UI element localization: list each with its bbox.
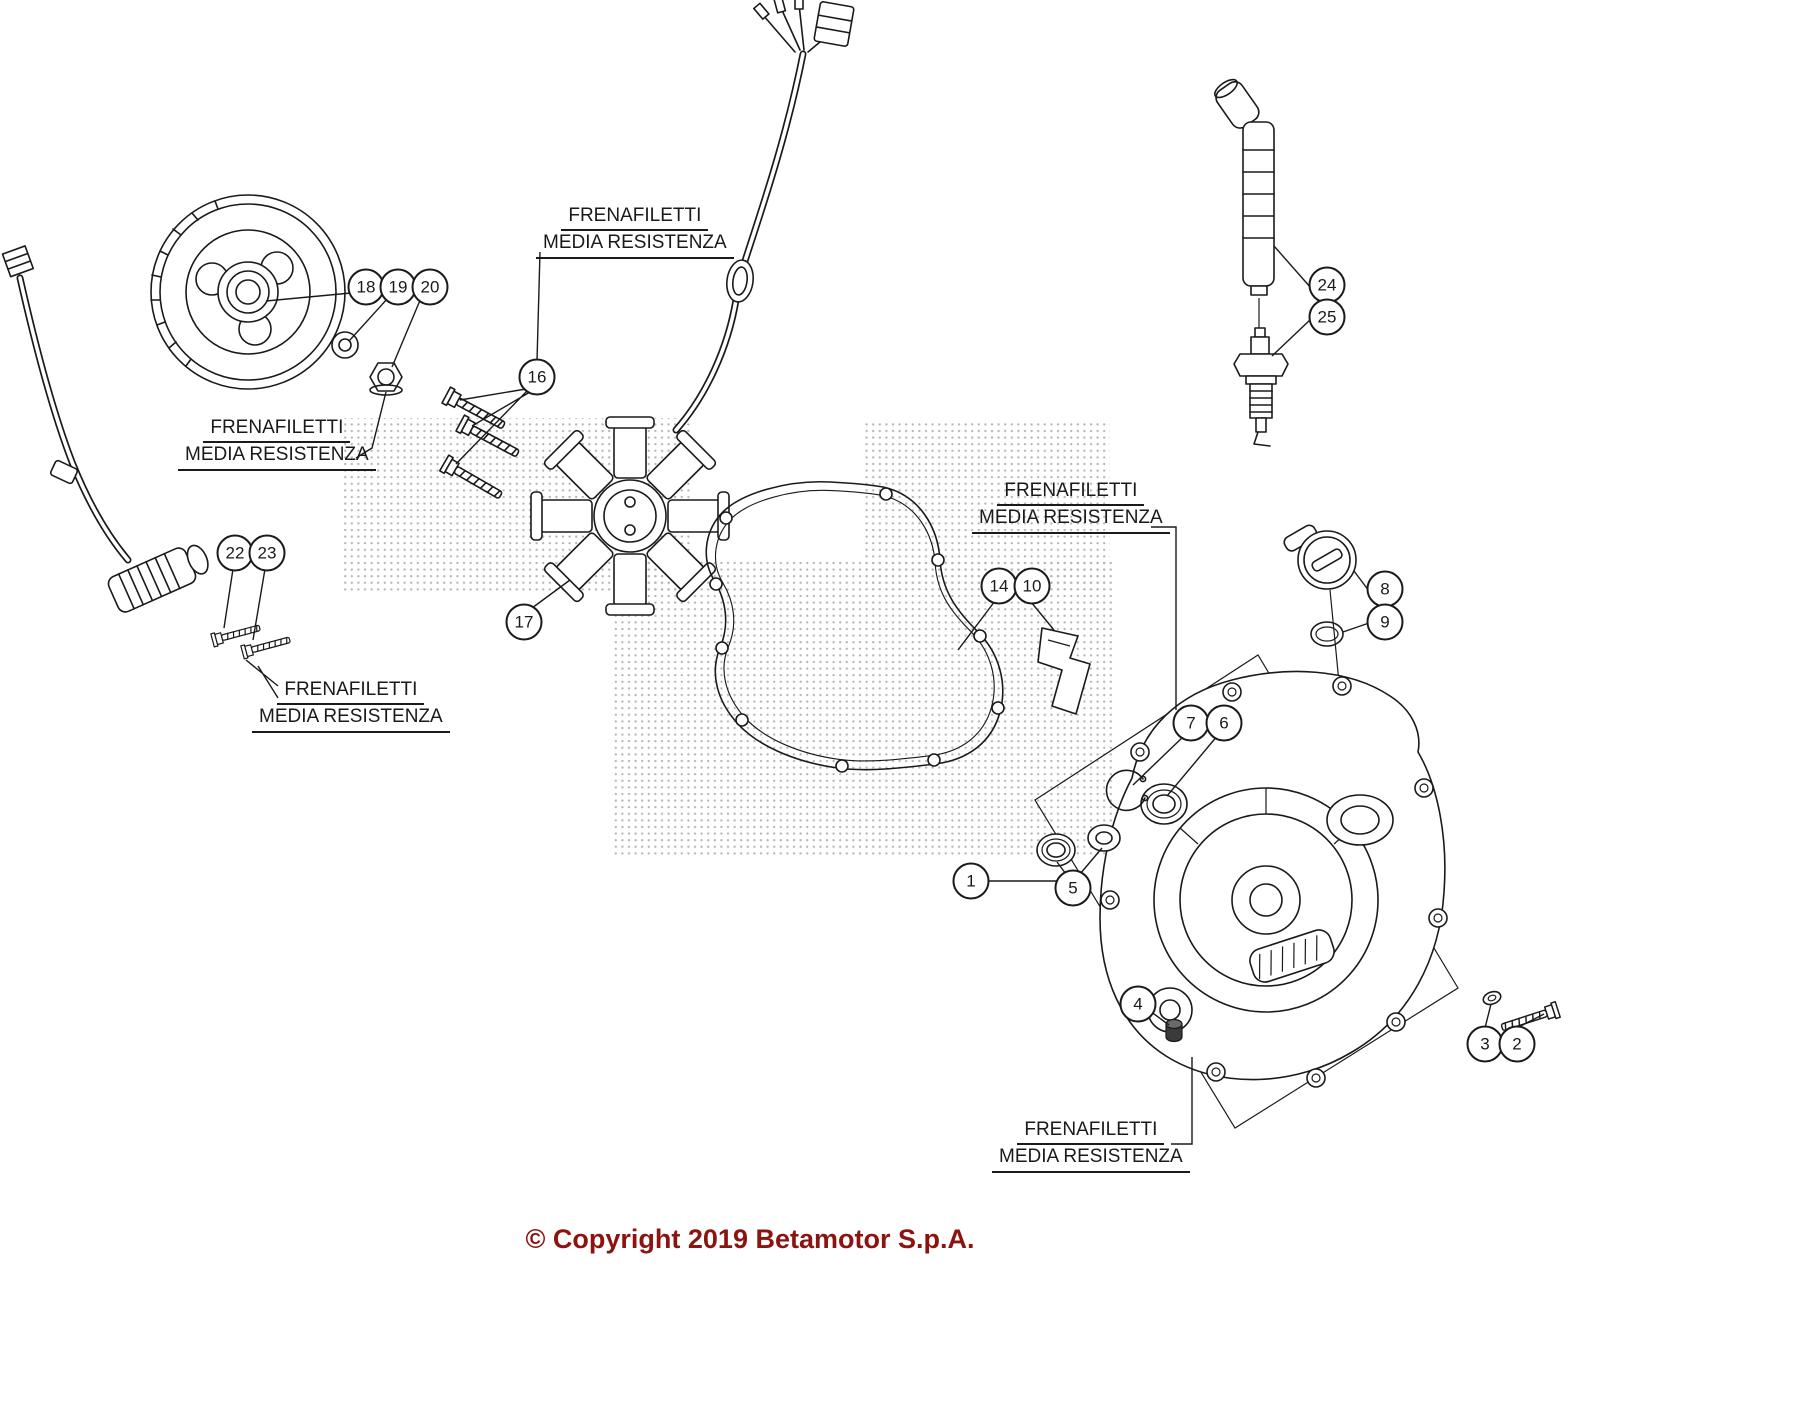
note-line2: MEDIA RESISTENZA	[992, 1145, 1190, 1173]
callout-14[interactable]: 14	[980, 567, 1018, 605]
note-line1: FRENAFILETTI	[277, 678, 425, 706]
thread-locker-note-stator: FRENAFILETTI MEDIA RESISTENZA	[536, 204, 734, 259]
callout-25[interactable]: 25	[1308, 298, 1346, 336]
thread-locker-note-cover-top: FRENAFILETTI MEDIA RESISTENZA	[972, 479, 1170, 534]
callout-1[interactable]: 1	[952, 862, 990, 900]
note-line1: FRENAFILETTI	[561, 204, 709, 232]
callout-18[interactable]: 18	[347, 268, 385, 306]
thread-locker-note-cover-bottom: FRENAFILETTI MEDIA RESISTENZA	[992, 1118, 1190, 1173]
callout-2[interactable]: 2	[1498, 1025, 1536, 1063]
spark-plug	[1233, 327, 1289, 447]
callout-16[interactable]: 16	[518, 358, 556, 396]
drain-plug	[1165, 1018, 1183, 1043]
note-line2: MEDIA RESISTENZA	[536, 231, 734, 259]
cover-gasket	[705, 480, 1005, 773]
callout-23[interactable]: 23	[248, 534, 286, 572]
ignition-coil	[1213, 78, 1275, 296]
circlip	[1105, 769, 1149, 812]
note-line2: MEDIA RESISTENZA	[972, 506, 1170, 534]
callout-3[interactable]: 3	[1466, 1025, 1504, 1063]
pickup-wire	[1, 245, 132, 564]
pickup-coil	[107, 544, 209, 613]
flywheel-rotor	[150, 194, 346, 390]
brand-logo-patch	[1249, 929, 1335, 983]
callout-7[interactable]: 7	[1172, 704, 1210, 742]
callout-20[interactable]: 20	[411, 268, 449, 306]
callout-10[interactable]: 10	[1013, 567, 1051, 605]
pickup-bolts	[210, 620, 292, 660]
oil-seals	[1036, 824, 1121, 867]
note-line2: MEDIA RESISTENZA	[178, 443, 376, 471]
flange-nut	[369, 362, 403, 396]
thread-locker-note-pickup: FRENAFILETTI MEDIA RESISTENZA	[252, 678, 450, 733]
copyright-text: © Copyright 2019 Betamotor S.p.A.	[525, 1224, 975, 1254]
note-line1: FRENAFILETTI	[997, 479, 1145, 507]
retainer-bracket	[1037, 627, 1091, 715]
callout-9[interactable]: 9	[1366, 603, 1404, 641]
bearing	[1140, 783, 1188, 825]
callout-22[interactable]: 22	[216, 534, 254, 572]
cap-o-ring	[1310, 621, 1344, 647]
note-line1: FRENAFILETTI	[1017, 1118, 1165, 1146]
thread-locker-note-flywheel: FRENAFILETTI MEDIA RESISTENZA	[178, 416, 376, 471]
wiring-harness	[672, 0, 855, 434]
callout-17[interactable]: 17	[505, 603, 543, 641]
callout-6[interactable]: 6	[1205, 704, 1243, 742]
cover-bolt-washer	[1482, 990, 1502, 1006]
callout-5[interactable]: 5	[1054, 869, 1092, 907]
oil-filler-cap	[1283, 524, 1357, 590]
stator	[530, 416, 730, 616]
clutch-cover	[1099, 670, 1448, 1088]
note-line2: MEDIA RESISTENZA	[252, 705, 450, 733]
callout-8[interactable]: 8	[1366, 570, 1404, 608]
note-line1: FRENAFILETTI	[203, 416, 351, 444]
callout-4[interactable]: 4	[1119, 985, 1157, 1023]
